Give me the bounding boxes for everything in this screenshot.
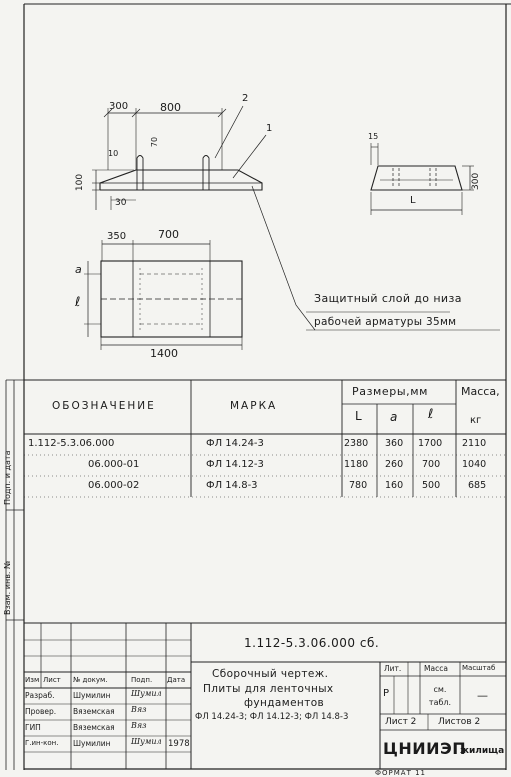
- dim-800: 800: [160, 101, 181, 114]
- lit-label: Лит.: [384, 664, 402, 673]
- role-1-name: Шумилин: [73, 691, 111, 700]
- role-3: ГИП: [25, 723, 41, 732]
- row2-mass: 1040: [462, 459, 487, 470]
- role-4: Г.ин-кон.: [25, 739, 59, 747]
- dim-100: 100: [75, 173, 86, 192]
- row1-L: 2380: [344, 438, 369, 449]
- row3-l: 500: [422, 480, 441, 491]
- header-sizes: Размеры,мм: [352, 385, 429, 398]
- mass-label: Масса: [424, 664, 448, 673]
- role-4-date: 1978: [168, 739, 190, 749]
- org-suffix: жилища: [460, 746, 505, 756]
- dim-300: 300: [109, 101, 129, 112]
- dim-30: 30: [115, 198, 127, 208]
- row1-mark: ФЛ 14.24-3: [206, 438, 264, 449]
- row3-mass: 685: [468, 480, 487, 491]
- dim-70: 70: [150, 136, 160, 148]
- header-designation: Обозначение: [52, 400, 156, 412]
- row3-L: 780: [349, 480, 368, 491]
- row3-mark: ФЛ 14.8-3: [206, 480, 258, 491]
- doc-code: 1.112-5.3.06.000 сб.: [244, 636, 380, 650]
- col-list: Лист: [43, 676, 61, 684]
- sheet-number: Лист 2: [385, 717, 417, 727]
- callout-1: 1: [266, 123, 273, 134]
- col-sign: Подп.: [131, 676, 153, 684]
- margin-label-replace: Взам. инв. №: [3, 560, 12, 615]
- note-line2: рабочей арматуры 35мм: [314, 316, 457, 328]
- title-line3: фундаментов: [244, 697, 325, 709]
- header-mass-unit: кг: [470, 415, 482, 426]
- row1-a: 360: [385, 438, 404, 449]
- role-2-sign: Вяз: [131, 705, 147, 714]
- row2-mark: ФЛ 14.12-3: [206, 459, 264, 470]
- dim-L: L: [410, 195, 416, 206]
- row1-l: 1700: [418, 438, 443, 449]
- plan-view: [84, 240, 243, 350]
- header-L: L: [355, 409, 362, 423]
- role-3-name: Вяземская: [73, 723, 115, 732]
- col-izm: Изм: [25, 676, 40, 684]
- spec-table-lines: [24, 379, 506, 498]
- dim-1400: 1400: [150, 347, 178, 360]
- row1-designation: 1.112-5.3.06.000: [28, 438, 115, 449]
- dim-10: 10: [108, 149, 119, 158]
- row3-a: 160: [385, 480, 404, 491]
- row2-a: 260: [385, 459, 404, 470]
- scale-label: Масштаб: [462, 664, 496, 672]
- role-1-sign: Шумил: [131, 689, 162, 698]
- role-2-name: Вяземская: [73, 707, 115, 716]
- title-line2: Плиты для ленточных: [203, 683, 334, 695]
- dim-350: 350: [107, 231, 127, 242]
- row2-designation: 06.000-01: [88, 459, 140, 470]
- dim-15: 15: [368, 132, 379, 141]
- header-l: ℓ: [428, 407, 434, 422]
- row2-l: 700: [422, 459, 441, 470]
- col-date: Дата: [167, 676, 186, 684]
- header-a: a: [390, 410, 398, 424]
- col-doc: № докум.: [73, 676, 108, 684]
- title-line1: Сборочный чертеж.: [212, 668, 329, 680]
- section-view: [370, 143, 474, 215]
- header-mass: Масса,: [461, 385, 500, 398]
- title-line4: ФЛ 14.24-3; ФЛ 14.12-3; ФЛ 14.8-3: [195, 712, 349, 722]
- footer-format: ФОРМАТ 11: [375, 769, 426, 777]
- role-1: Разраб.: [25, 691, 55, 700]
- scale-value: —: [477, 689, 488, 702]
- mass-value: см. табл.: [428, 685, 452, 707]
- row3-designation: 06.000-02: [88, 480, 140, 491]
- role-3-sign: Вяз: [131, 721, 147, 730]
- dim-300-section: 300: [471, 172, 481, 190]
- row1-mass: 2110: [462, 438, 487, 449]
- margin-label-sign-date: Подп. и дата: [3, 450, 12, 506]
- dim-l: ℓ: [75, 295, 81, 310]
- front-view: [92, 105, 316, 331]
- callout-2: 2: [242, 93, 249, 104]
- org-logo: ЦНИИЭП: [383, 739, 467, 758]
- lit-value: Р: [383, 688, 390, 699]
- role-4-sign: Шумил: [131, 737, 162, 746]
- sheets-total: Листов 2: [438, 717, 481, 727]
- title-block-lines: [24, 622, 506, 769]
- role-2: Провер.: [25, 707, 57, 716]
- header-mark: Марка: [230, 400, 278, 412]
- row2-L: 1180: [344, 459, 369, 470]
- note-line1: Защитный слой до низа: [314, 292, 462, 305]
- role-4-name: Шумилин: [73, 739, 111, 748]
- dim-a: a: [75, 263, 82, 276]
- dim-700: 700: [158, 228, 179, 241]
